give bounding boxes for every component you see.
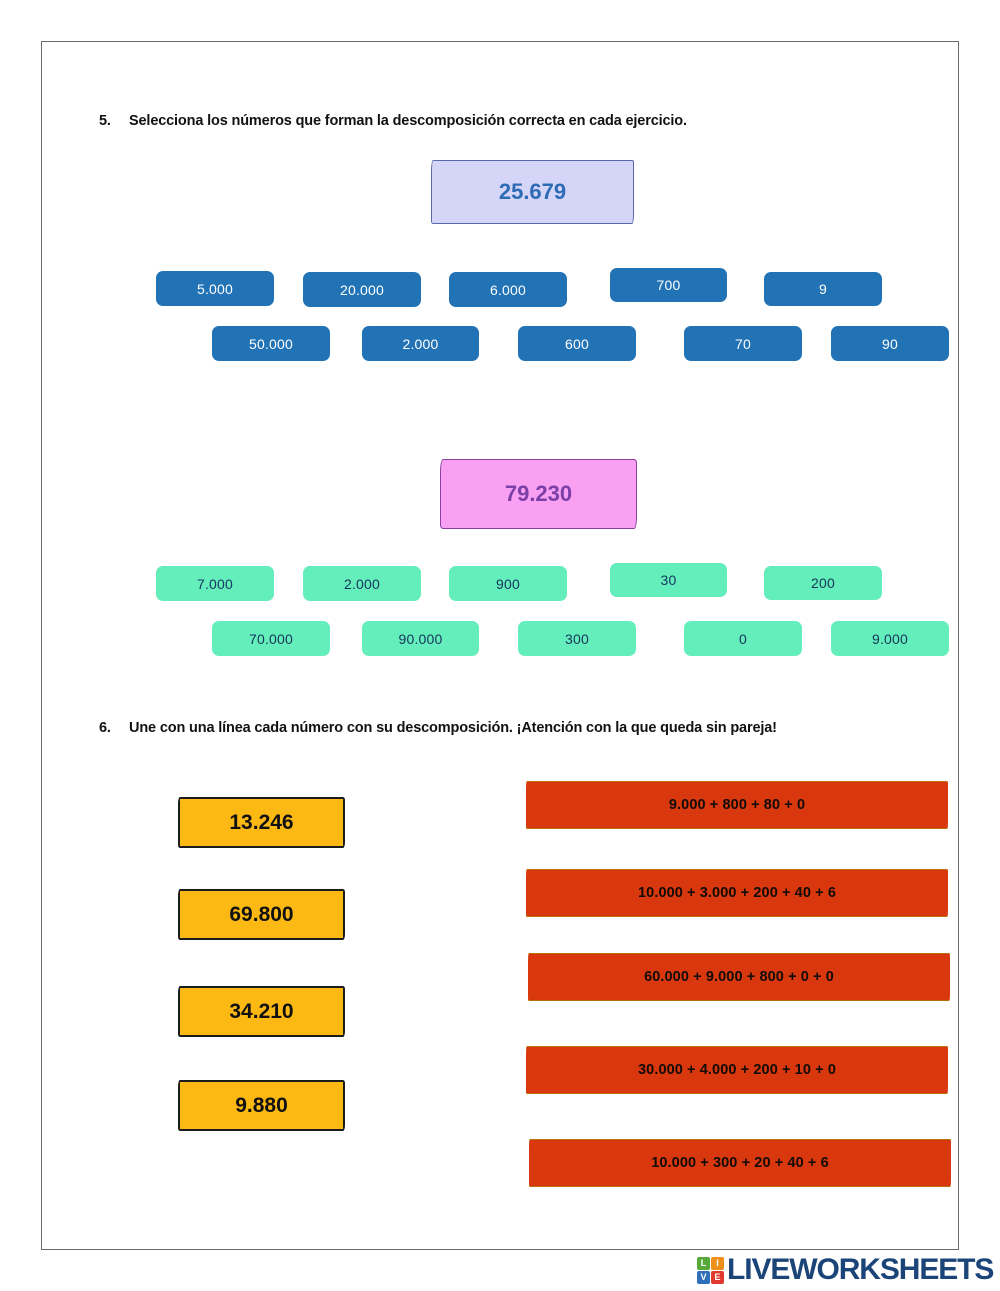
option-chip-label: 300 [565, 630, 589, 647]
option-chip-label: 90 [882, 335, 898, 352]
option-chip-label: 900 [496, 575, 520, 592]
match-number-label: 34.210 [229, 999, 294, 1023]
option-chip-label: 70.000 [248, 630, 294, 647]
decomposition-banner-2[interactable]: 10.000 + 3.000 + 200 + 40 + 6 [526, 869, 948, 917]
option-chip-label: 700 [656, 277, 681, 293]
option-chip-label: 30 [660, 572, 677, 588]
worksheet-page: 5. Selecciona los números que forman la … [41, 41, 959, 1250]
liveworksheets-wordmark: LIVEWORKSHEETS [727, 1253, 994, 1286]
match-number-label: 13.246 [229, 810, 294, 834]
option-chip-0[interactable]: 0 [684, 621, 802, 656]
match-number-box-13246[interactable]: 13.246 [178, 797, 345, 848]
option-chip-900[interactable]: 900 [449, 566, 567, 601]
exercise-5-instruction: Selecciona los números que forman la des… [129, 113, 687, 129]
logo-letter-e: E [711, 1270, 724, 1284]
decomposition-banner-5[interactable]: 10.000 + 300 + 20 + 40 + 6 [529, 1139, 951, 1187]
option-chip-700[interactable]: 700 [610, 268, 727, 302]
option-chip-label: 9 [819, 281, 827, 297]
option-chip-300[interactable]: 300 [518, 621, 636, 656]
option-chip-label: 9.000 [871, 630, 909, 647]
exercise-6-heading: 6. Une con una línea cada número con su … [99, 720, 777, 736]
option-chip-9000[interactable]: 9.000 [831, 621, 949, 656]
option-chip-label: 6.000 [489, 281, 527, 298]
exercise-5-number: 5. [99, 113, 111, 129]
option-chip-label: 200 [811, 575, 835, 591]
option-chip-50000[interactable]: 50.000 [212, 326, 330, 361]
option-chip-9[interactable]: 9 [764, 272, 882, 306]
match-number-box-9880[interactable]: 9.880 [178, 1080, 345, 1131]
target-number-card-79230: 79.230 [440, 459, 637, 529]
option-chip-90000[interactable]: 90.000 [362, 621, 479, 656]
option-chip-6000[interactable]: 6.000 [449, 272, 567, 307]
option-chip-label: 20.000 [339, 281, 385, 298]
option-chip-label: 0 [739, 630, 747, 647]
option-chip-2000[interactable]: 2.000 [362, 326, 479, 361]
option-chip-70000[interactable]: 70.000 [212, 621, 330, 656]
option-chip-70[interactable]: 70 [684, 326, 802, 361]
decomposition-label: 10.000 + 3.000 + 200 + 40 + 6 [637, 885, 837, 901]
match-number-box-34210[interactable]: 34.210 [178, 986, 345, 1037]
target-number-label: 79.230 [504, 481, 573, 506]
option-chip-label: 2.000 [343, 575, 381, 592]
option-chip-label: 70 [735, 335, 751, 352]
match-number-label: 9.880 [235, 1093, 288, 1117]
target-number-label: 25.679 [498, 179, 567, 204]
exercise-6-instruction: Une con una línea cada número con su des… [129, 720, 777, 736]
option-chip-200[interactable]: 200 [764, 566, 882, 600]
option-chip-30[interactable]: 30 [610, 563, 727, 597]
decomposition-banner-4[interactable]: 30.000 + 4.000 + 200 + 10 + 0 [526, 1046, 948, 1094]
option-chip-600[interactable]: 600 [518, 326, 636, 361]
decomposition-banner-1[interactable]: 9.000 + 800 + 80 + 0 [526, 781, 948, 829]
option-chip-label: 7.000 [196, 575, 234, 592]
logo-letter-i: I [711, 1256, 724, 1270]
option-chip-label: 50.000 [248, 335, 294, 352]
option-chip-20000[interactable]: 20.000 [303, 272, 421, 307]
decomposition-label: 30.000 + 4.000 + 200 + 10 + 0 [637, 1062, 837, 1078]
option-chip-90[interactable]: 90 [831, 326, 949, 361]
liveworksheets-logo[interactable]: L I V E LIVEWORKSHEETS [697, 1253, 994, 1287]
option-chip-7000[interactable]: 7.000 [156, 566, 274, 601]
decomposition-label: 60.000 + 9.000 + 800 + 0 + 0 [644, 969, 834, 985]
exercise-6-number: 6. [99, 720, 111, 736]
exercise-5-heading: 5. Selecciona los números que forman la … [99, 113, 687, 129]
match-number-label: 69.800 [229, 902, 294, 926]
logo-letter-v: V [697, 1270, 710, 1284]
match-number-box-69800[interactable]: 69.800 [178, 889, 345, 940]
option-chip-2000-mint[interactable]: 2.000 [303, 566, 421, 601]
logo-letter-l: L [697, 1256, 710, 1270]
option-chip-label: 5.000 [196, 280, 234, 297]
option-chip-label: 600 [565, 335, 589, 352]
liveworksheets-logo-squares-icon: L I V E [697, 1256, 724, 1284]
option-chip-label: 90.000 [398, 630, 443, 647]
target-number-card-25679: 25.679 [431, 160, 634, 224]
option-chip-label: 2.000 [402, 335, 439, 352]
option-chip-5000[interactable]: 5.000 [156, 271, 274, 306]
decomposition-banner-3[interactable]: 60.000 + 9.000 + 800 + 0 + 0 [528, 953, 950, 1001]
decomposition-label: 9.000 + 800 + 80 + 0 [668, 797, 806, 813]
decomposition-label: 10.000 + 300 + 20 + 40 + 6 [651, 1155, 829, 1171]
